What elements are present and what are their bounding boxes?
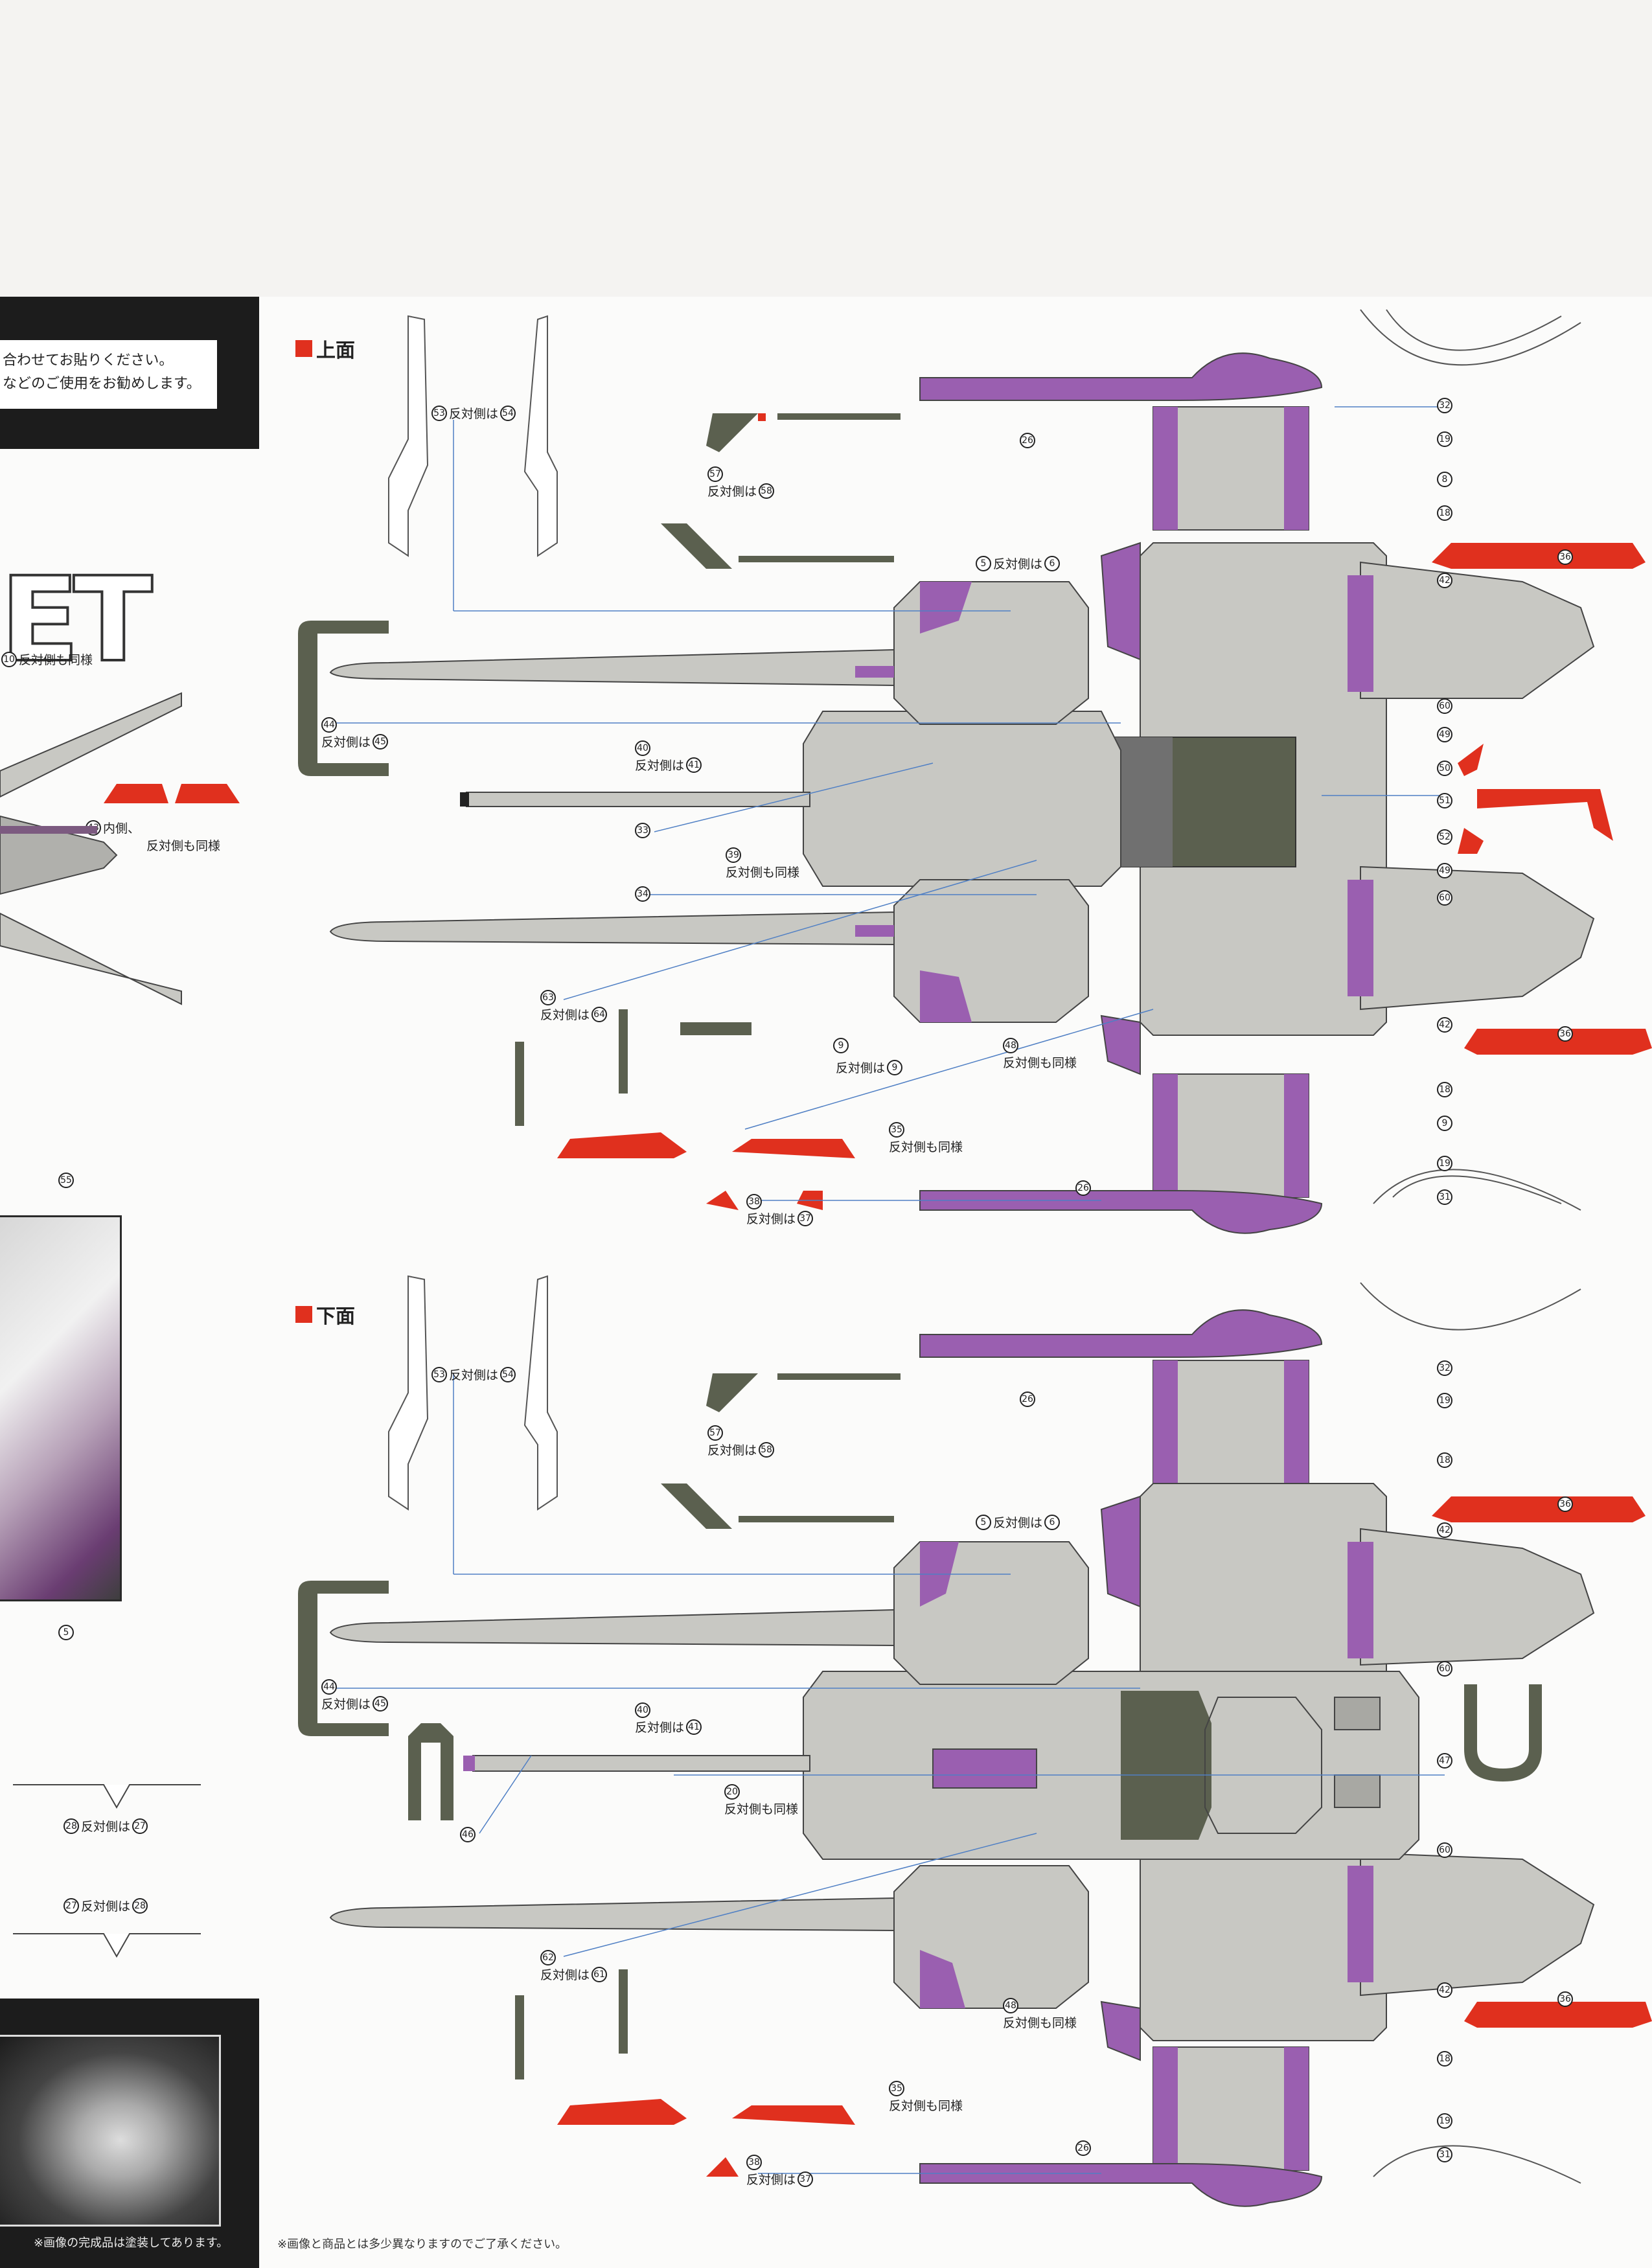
top-view-diagram — [298, 309, 1652, 1234]
top-right-18b: 18 — [1437, 1082, 1452, 1097]
bottom-right-36: 36 — [1557, 1496, 1573, 1512]
top-right-50: 50 — [1437, 761, 1452, 776]
logo-letters: ET — [0, 553, 154, 688]
bottom-right-18: 18 — [1437, 1452, 1452, 1468]
bottom-right-47: 47 — [1437, 1753, 1452, 1769]
top-right-49b: 49 — [1437, 863, 1452, 878]
top-right-42b: 42 — [1437, 1017, 1452, 1033]
disclaimer: ※画像と商品とは多少異なりますのでご了承ください。 — [277, 2238, 568, 2251]
section-title-top: 上面 — [295, 334, 355, 363]
top-label-34: 34 — [635, 886, 650, 902]
finished-model-photo-small — [0, 2035, 221, 2227]
bottom-right-31: 31 — [1437, 2147, 1452, 2162]
bottom-ship — [298, 1275, 1652, 2207]
bottom-right-60b: 60 — [1437, 1842, 1452, 1858]
bottom-label-26a: 26 — [1020, 1392, 1035, 1407]
bottom-view-diagram — [298, 1275, 1652, 2207]
top-right-60: 60 — [1437, 698, 1452, 714]
bottom-right-36b: 36 — [1557, 1991, 1573, 2007]
top-right-18: 18 — [1437, 505, 1452, 521]
top-right-19b: 19 — [1437, 1156, 1452, 1171]
label-5-side: 5 — [58, 1625, 74, 1640]
top-right-31: 31 — [1437, 1189, 1452, 1205]
top-right-36b: 36 — [1557, 1026, 1573, 1042]
left-red-decal — [104, 784, 240, 803]
bottom-label-26b: 26 — [1075, 2140, 1091, 2156]
finished-model-photo — [0, 1215, 122, 1601]
bottom-right-42b: 42 — [1437, 1982, 1452, 1998]
top-right-32: 32 — [1437, 398, 1452, 413]
top-ship — [298, 309, 1652, 1234]
top-label-26a: 26 — [1020, 433, 1035, 448]
top-right-8: 8 — [1437, 472, 1452, 487]
bottom-right-19b: 19 — [1437, 2113, 1452, 2129]
red-square-icon — [295, 1306, 312, 1323]
red-square-icon — [295, 340, 312, 357]
top-right-42: 42 — [1437, 573, 1452, 588]
top-right-51: 51 — [1437, 793, 1452, 808]
left-nose-parts — [0, 692, 182, 1005]
notice-line-1: 合わせてお貼りください。 — [3, 352, 174, 369]
bottom-right-18b: 18 — [1437, 2051, 1452, 2067]
section-title-bottom: 下面 — [295, 1300, 355, 1329]
top-right-9: 9 — [1437, 1116, 1452, 1131]
top-label-9: 9 — [833, 1038, 849, 1053]
bottom-right-60: 60 — [1437, 1661, 1452, 1677]
notice-box: 合わせてお貼りください。 などのご使用をお勧めします。 — [0, 338, 219, 411]
top-right-49: 49 — [1437, 727, 1452, 742]
photo-note: ※画像の完成品は塗装してあります。 — [34, 2236, 229, 2250]
bottom-right-42: 42 — [1437, 1522, 1452, 1538]
top-label-26b: 26 — [1075, 1180, 1091, 1196]
top-right-52: 52 — [1437, 829, 1452, 845]
top-right-60b: 60 — [1437, 890, 1452, 906]
bottom-label-46: 46 — [460, 1827, 476, 1842]
bottom-right-19: 19 — [1437, 1393, 1452, 1408]
notice-line-2: などのご使用をお勧めします。 — [3, 376, 201, 392]
label-55: 55 — [58, 1173, 74, 1188]
top-right-19: 19 — [1437, 431, 1452, 447]
top-label-33: 33 — [635, 823, 650, 838]
top-right-36: 36 — [1557, 549, 1573, 565]
left-gear-parts — [13, 1784, 201, 1958]
bottom-right-32: 32 — [1437, 1360, 1452, 1376]
